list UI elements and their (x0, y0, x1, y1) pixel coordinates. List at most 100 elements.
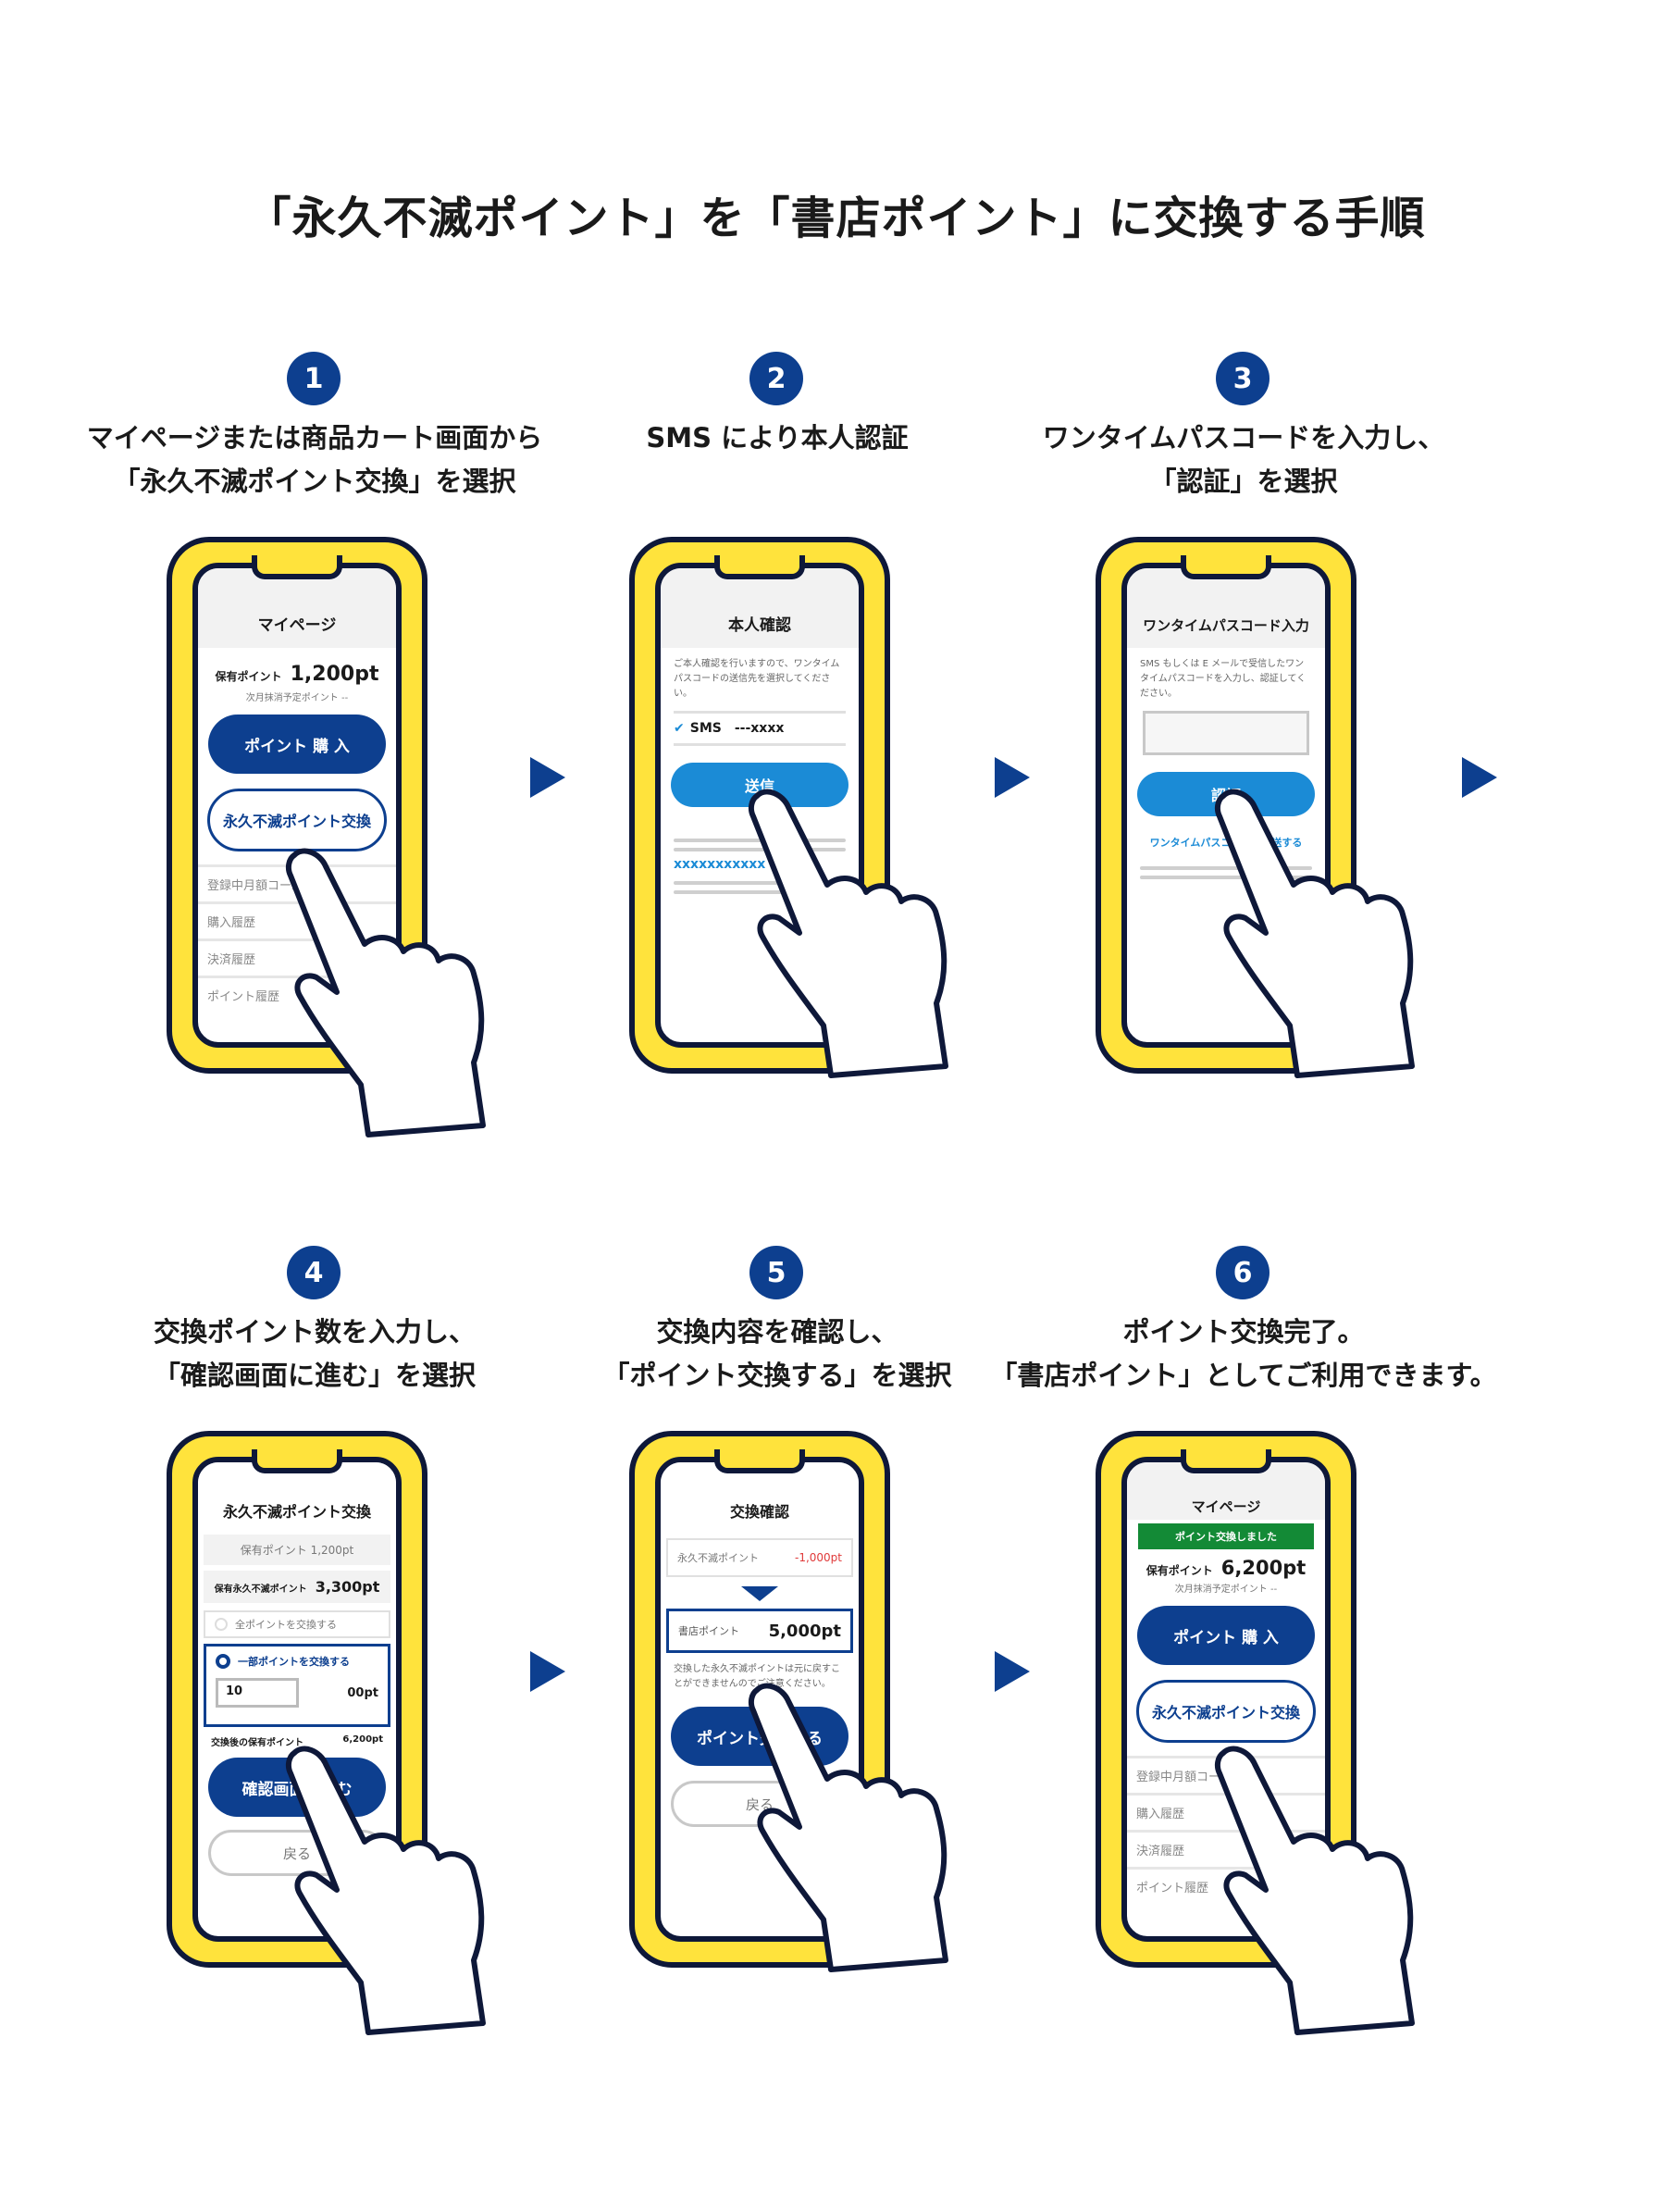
arrow-right-icon (995, 1651, 1030, 1692)
caption-line: 「永久不滅ポイント交換」を選択 (113, 466, 516, 497)
step-caption: SMS により本人認証 (518, 416, 1036, 460)
points-value: 6,200pt (1220, 1557, 1307, 1579)
phone-mockup: マイページ ポイント交換しました 保有ポイント 6,200pt 次月抹消予定ポイ… (1096, 1431, 1484, 2035)
eternal-points-row: 保有永久不滅ポイント 3,300pt (204, 1571, 390, 1603)
divider (674, 848, 846, 851)
phone-mockup: ワンタイムパスコード入力 SMS もしくは E メールで受信したワンタイムパスコ… (1096, 537, 1484, 1138)
send-button[interactable]: 送信 (671, 763, 848, 807)
screen-note: ご本人確認を行いますので、ワンタイムパスコードの送信先を選択してください。 (674, 659, 840, 699)
sub-note: 次月抹消予定ポイント -- (245, 693, 349, 703)
caption-line: 「ポイント交換する」を選択 (602, 1360, 952, 1391)
phone-mockup: 交換確認 永久不滅ポイント -1,000pt 書店ポイント 5,000pt 交換… (629, 1431, 1018, 2032)
step-3: 3 ワンタイムパスコードを入力し、 「認証」を選択 ワンタイムパスコード入力 S… (985, 352, 1503, 1166)
screen-header: 永久不滅ポイント交換 (198, 1462, 396, 1529)
phone-screen: マイページ 保有ポイント 1,200pt 次月抹消予定ポイント -- ポイント … (192, 563, 402, 1048)
hand-pointer-icon (748, 1683, 948, 1972)
screen-header: 本人確認 (661, 568, 859, 648)
points-label: 保有ポイント (1146, 1564, 1213, 1577)
success-banner: ポイント交換しました (1138, 1523, 1314, 1549)
phone-notch (714, 1449, 805, 1473)
from-label: 永久不滅ポイント (677, 1552, 759, 1564)
arrow-right-icon (530, 1651, 565, 1692)
step-number-badge: 3 (1216, 352, 1269, 405)
phone-mockup: 本人確認 ご本人確認を行いますので、ワンタイムパスコードの送信先を選択してくださ… (629, 537, 1018, 1138)
points-input[interactable]: 10 (216, 1678, 299, 1708)
step-6: 6 ポイント交換完了。 「書店ポイント」としてご利用できます。 マイページ ポイ… (985, 1246, 1503, 2079)
sms-value: ---xxxx (734, 721, 785, 736)
hand-pointer-icon (285, 848, 486, 1137)
caption-line: 交換内容を確認し、 (656, 1316, 898, 1348)
radio-icon (215, 1618, 228, 1631)
divider (1140, 866, 1312, 870)
after-points-value: 6,200pt (342, 1734, 383, 1745)
option-all-label: 全ポイントを交換する (235, 1619, 337, 1631)
from-row: 永久不滅ポイント -1,000pt (666, 1538, 853, 1577)
menu-item[interactable]: 決済履歴 (1127, 1830, 1325, 1867)
screen-header: ワンタイムパスコード入力 (1127, 568, 1325, 648)
eternal-points-label: 保有永久不滅ポイント (214, 1584, 307, 1595)
buy-points-button[interactable]: ポイント 購 入 (1137, 1606, 1315, 1665)
sms-option[interactable]: ✔ SMS ---xxxx (661, 714, 859, 743)
step-5: 5 交換内容を確認し、 「ポイント交換する」を選択 交換確認 永久不滅ポイント … (518, 1246, 1036, 2079)
to-value: 5,000pt (768, 1621, 841, 1641)
arrow-right-icon (995, 757, 1030, 798)
caption-line: 「書店ポイント」としてご利用できます。 (990, 1360, 1497, 1391)
menu-item[interactable]: 決済履歴 (198, 938, 396, 976)
phone-notch (714, 555, 805, 579)
step-number-badge: 1 (287, 352, 341, 405)
eternal-points-value: 3,300pt (315, 1578, 380, 1596)
to-row: 書店ポイント 5,000pt (666, 1609, 853, 1653)
step-caption: 交換ポイント数を入力し、 「確認画面に進む」を選択 (56, 1311, 574, 1398)
step-number-badge: 4 (287, 1246, 341, 1299)
hand-pointer-icon (1214, 1746, 1415, 2035)
eternal-points-exchange-button[interactable]: 永久不滅ポイント交換 (207, 789, 387, 851)
caption-line: 交換ポイント数を入力し、 (153, 1316, 476, 1348)
step-number-badge: 2 (749, 352, 803, 405)
points-label: 保有ポイント (215, 670, 282, 683)
from-value: -1,000pt (794, 1551, 842, 1564)
hand-pointer-icon (748, 789, 948, 1078)
menu-item[interactable]: 購入履歴 (198, 901, 396, 938)
option-part-label: 一部ポイントを交換する (238, 1656, 350, 1668)
email-option[interactable]: xxxxxxxxxxx (674, 857, 766, 872)
passcode-input[interactable] (1143, 711, 1309, 755)
eternal-points-exchange-button[interactable]: 永久不滅ポイント交換 (1136, 1680, 1316, 1743)
divider (674, 890, 846, 894)
caption-line: マイページまたは商品カート画面から (86, 422, 543, 454)
caption-line: ポイント交換完了。 (1122, 1316, 1365, 1348)
phone-notch (252, 555, 342, 579)
divider (1140, 876, 1312, 879)
step-2: 2 SMS により本人認証 本人確認 ご本人確認を行いますので、ワンタイムパスコ… (518, 352, 1036, 1166)
points-input-suffix: 00pt (347, 1685, 378, 1700)
phone-notch (1181, 555, 1271, 579)
buy-points-button[interactable]: ポイント 購 入 (208, 715, 386, 774)
arrow-right-icon (1462, 757, 1497, 798)
caption-line: 「認証」を選択 (1149, 466, 1338, 497)
menu-item[interactable]: ポイント履歴 (1127, 1867, 1325, 1904)
step-caption: ポイント交換完了。 「書店ポイント」としてご利用できます。 (985, 1311, 1503, 1398)
screen-header: 交換確認 (661, 1462, 859, 1529)
divider (674, 881, 846, 885)
caption-line: SMS により本人認証 (646, 422, 909, 454)
sms-label: SMS (689, 721, 722, 736)
step-caption: マイページまたは商品カート画面から 「永久不滅ポイント交換」を選択 (56, 416, 574, 503)
step-caption: ワンタイムパスコードを入力し、 「認証」を選択 (985, 416, 1503, 503)
option-all[interactable]: 全ポイントを交換する (204, 1610, 390, 1638)
phone-screen: 永久不滅ポイント交換 保有ポイント 1,200pt 保有永久不滅ポイント 3,3… (192, 1457, 402, 1942)
phone-mockup: 永久不滅ポイント交換 保有ポイント 1,200pt 保有永久不滅ポイント 3,3… (167, 1431, 555, 2035)
radio-selected-icon (216, 1654, 230, 1669)
owned-points: 保有ポイント 1,200pt (204, 1535, 390, 1565)
screen-note: SMS もしくは E メールで受信したワンタイムパスコードを入力し、認証してくだ… (1140, 659, 1307, 699)
divider (674, 839, 846, 842)
phone-mockup: マイページ 保有ポイント 1,200pt 次月抹消予定ポイント -- ポイント … (167, 537, 555, 1138)
to-label: 書店ポイント (678, 1625, 739, 1637)
option-part[interactable]: 一部ポイントを交換する 10 00pt (204, 1644, 390, 1727)
caption-line: 「確認画面に進む」を選択 (153, 1360, 476, 1391)
phone-screen: マイページ ポイント交換しました 保有ポイント 6,200pt 次月抹消予定ポイ… (1121, 1457, 1331, 1942)
hand-pointer-icon (285, 1746, 486, 2035)
arrow-right-icon (530, 757, 565, 798)
step-number-badge: 5 (749, 1246, 803, 1299)
menu-item[interactable]: ポイント履歴 (198, 976, 396, 1013)
step-number-badge: 6 (1216, 1246, 1269, 1299)
phone-notch (1181, 1449, 1271, 1473)
